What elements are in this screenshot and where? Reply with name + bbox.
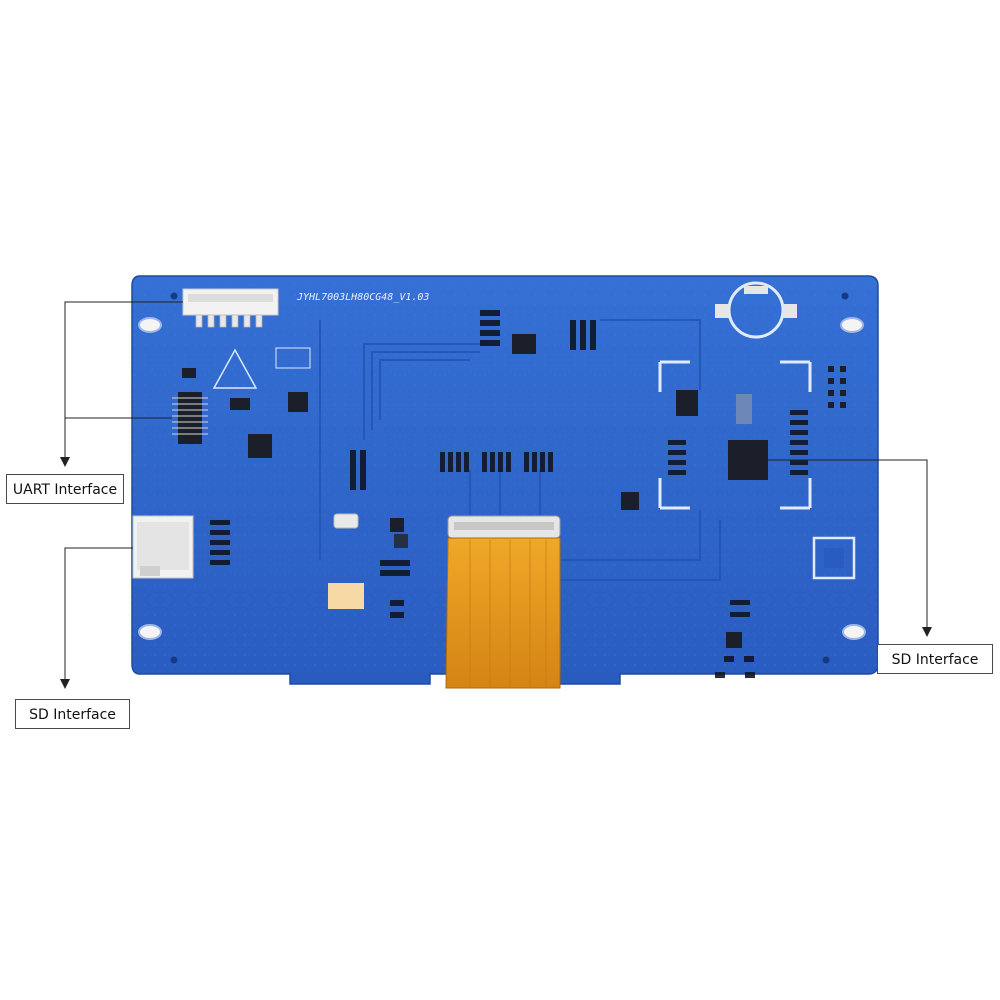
sd-interface-label-left: SD Interface xyxy=(15,699,130,729)
sd-left-arrowhead-icon xyxy=(60,679,70,689)
inductor-pad xyxy=(812,536,856,580)
test-pad xyxy=(328,583,364,609)
uart-interface-label: UART Interface xyxy=(6,474,124,504)
mounting-holes xyxy=(138,292,866,664)
passive-components xyxy=(210,310,808,678)
sd-right-arrowhead-icon xyxy=(922,627,932,637)
ic-components xyxy=(230,334,768,648)
sd-interface-label-right: SD Interface xyxy=(877,644,993,674)
silkscreen-box xyxy=(275,347,311,369)
sd-left-callout-line xyxy=(64,547,133,680)
board-model-label: JYHL7003LH80CG48_V1.03 xyxy=(296,292,429,303)
flex-cable xyxy=(445,515,561,689)
silkscreen-corners xyxy=(658,360,812,510)
fpc-connector-left xyxy=(172,368,208,444)
battery-holder xyxy=(715,281,797,339)
uart-callout-line-top xyxy=(64,301,183,458)
pcb-traces xyxy=(319,319,721,581)
callout-arrowheads xyxy=(60,457,932,689)
sd-right-callout-line xyxy=(768,459,928,628)
uart-arrowhead-icon xyxy=(60,457,70,467)
callout-lines xyxy=(64,301,928,680)
tactile-switch xyxy=(333,513,359,529)
pin-header xyxy=(828,366,846,408)
pcb-board xyxy=(131,275,879,685)
warning-triangle-icon xyxy=(212,348,258,389)
uart-connector xyxy=(182,288,279,328)
sd-card-slot xyxy=(132,515,194,579)
